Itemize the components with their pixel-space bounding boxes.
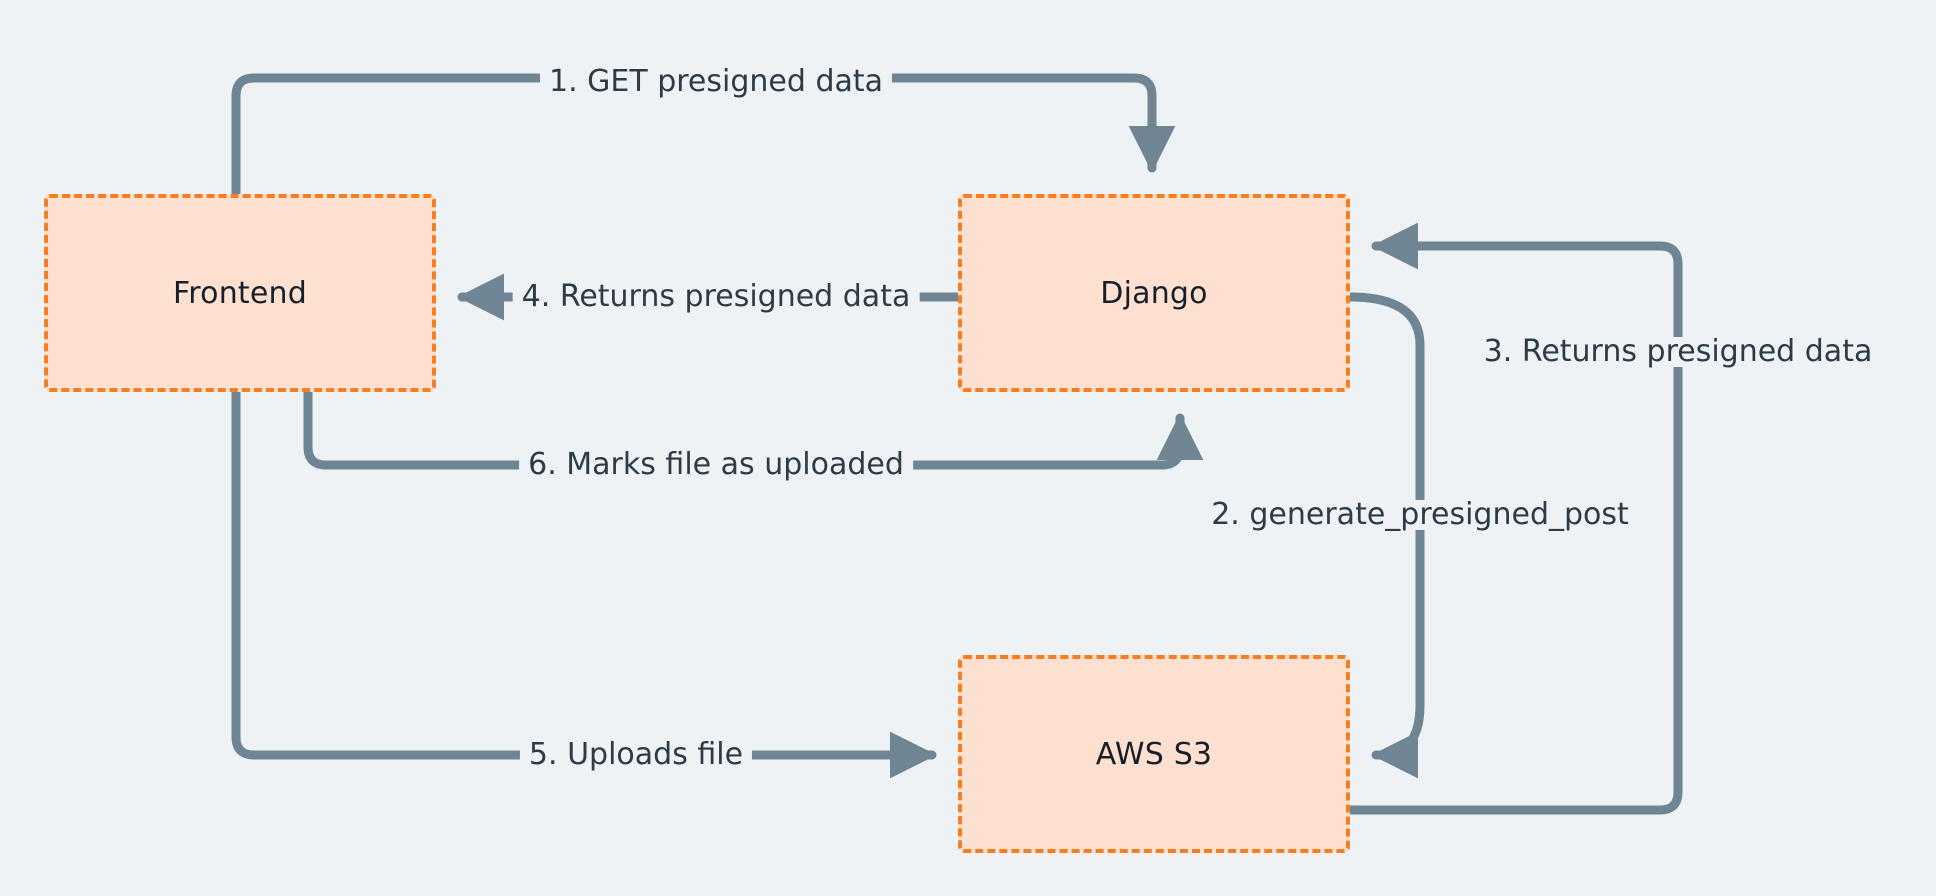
edge-label-5: 5. Uploads file — [519, 740, 753, 770]
edge-label-4: 4. Returns presigned data — [512, 282, 920, 312]
edge-label-2: 2. generate_presigned_post — [1202, 500, 1638, 530]
edge-label-3: 3. Returns presigned data — [1474, 337, 1882, 367]
edge-label-6: 6. Marks file as uploaded — [519, 450, 913, 480]
node-django[interactable]: Django — [958, 194, 1350, 392]
node-aws-s3-label: AWS S3 — [1095, 736, 1213, 772]
node-frontend[interactable]: Frontend — [44, 194, 436, 392]
connector-5 — [231, 387, 937, 779]
node-django-label: Django — [1100, 275, 1208, 311]
edge-label-1: 1. GET presigned data — [539, 67, 893, 97]
connector-3 — [1345, 222, 1683, 815]
node-frontend-label: Frontend — [173, 275, 307, 311]
node-aws-s3[interactable]: AWS S3 — [958, 655, 1350, 853]
